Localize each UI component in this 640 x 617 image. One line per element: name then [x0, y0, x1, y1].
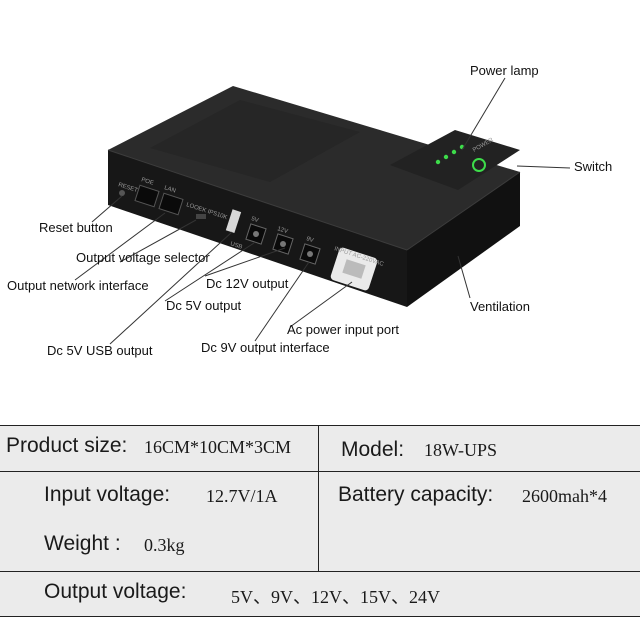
input-voltage-value: 12.7V/1A	[206, 486, 278, 506]
callout-dc-12v-output: Dc 12V output	[206, 276, 289, 291]
callout-switch: Switch	[574, 159, 613, 174]
poe-text: POE	[140, 177, 154, 187]
output-voltage-value: 5V、9V、12V、15V、24V	[231, 587, 440, 607]
usb-text: USB	[229, 241, 243, 251]
reset-hole	[119, 190, 125, 196]
product-size-label: Product size:	[6, 434, 128, 457]
led-2	[443, 154, 449, 160]
lan-text: LAN	[163, 185, 176, 194]
weight-label: Weight :	[44, 532, 121, 555]
device-side-face	[407, 172, 520, 307]
callout-output-network-interface: Output network interface	[7, 278, 149, 293]
product-size-value: 16CM*10CM*3CM	[144, 437, 292, 457]
device-illustration: RESET POE LAN LOOEK IPS10K USB 5V 12V 9V…	[74, 77, 571, 345]
usb-port	[225, 209, 242, 234]
battery-capacity-label: Battery capacity:	[338, 483, 494, 506]
input-voltage-label: Input voltage:	[44, 483, 171, 506]
device-power-panel	[390, 130, 520, 190]
poe-port	[134, 184, 160, 208]
model-label: Model:	[341, 438, 405, 461]
spec-table: Product size: 16CM*10CM*3CM Model: 18W-U…	[0, 425, 640, 617]
callout-output-voltage-selector: Output voltage selector	[76, 250, 210, 265]
callout-dc-5v-usb-output: Dc 5V USB output	[47, 343, 153, 358]
weight-value: 0.3kg	[144, 535, 185, 555]
model-value: 18W-UPS	[424, 440, 498, 460]
led-3	[451, 149, 457, 155]
device-diagram: RESET POE LAN LOOEK IPS10K USB 5V 12V 9V…	[7, 63, 613, 358]
device-top-panel	[150, 100, 360, 182]
selector-switch	[196, 214, 206, 219]
callout-dc-5v-output: Dc 5V output	[166, 298, 242, 313]
callout-dc-9v-output-interface: Dc 9V output interface	[201, 340, 330, 355]
output-voltage-label: Output voltage:	[44, 580, 187, 603]
callout-reset-button: Reset button	[39, 220, 113, 235]
power-switch	[472, 158, 486, 172]
lan-port	[158, 192, 184, 216]
p9v-text: 9V	[305, 236, 314, 244]
p12v-text: 12V	[276, 226, 288, 235]
callout-power-lamp: Power lamp	[470, 63, 539, 78]
callout-ac-power-input-port: Ac power input port	[287, 322, 400, 337]
battery-capacity-value: 2600mah*4	[522, 486, 607, 506]
p5v-text: 5V	[250, 216, 259, 224]
led-1	[435, 159, 441, 165]
reset-text: RESET	[117, 182, 138, 194]
callout-ventilation: Ventilation	[470, 299, 530, 314]
